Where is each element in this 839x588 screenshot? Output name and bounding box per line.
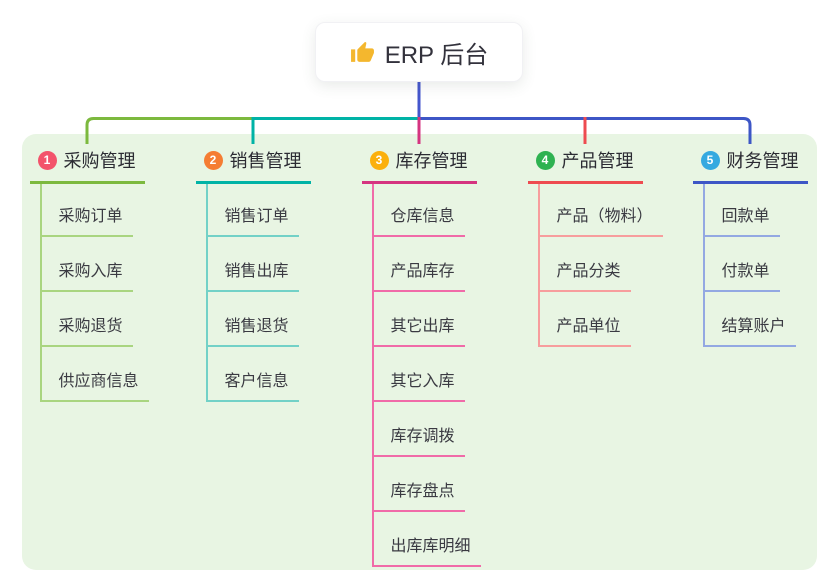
child-node-label: 出库库明细 [373, 532, 481, 567]
child-node[interactable]: 采购入库 [41, 237, 200, 292]
child-node[interactable]: 销售退货 [207, 292, 366, 347]
branch-title-label: 财务管理 [726, 151, 799, 171]
child-node-label: 库存调拨 [373, 422, 465, 457]
branch-number-badge: 4 [535, 150, 555, 170]
child-node[interactable]: 结算账户 [704, 292, 839, 347]
child-node[interactable]: 客户信息 [207, 347, 366, 402]
child-node-label: 销售出库 [207, 257, 299, 292]
child-node[interactable]: 库存盘点 [373, 457, 532, 512]
branch-number-badge: 3 [369, 150, 389, 170]
branch-number-badge: 1 [37, 150, 57, 170]
child-node[interactable]: 供应商信息 [41, 347, 200, 402]
child-node[interactable]: 产品库存 [373, 237, 532, 292]
branch-title-node[interactable]: 5 财务管理 [692, 141, 808, 184]
child-node-label: 产品分类 [539, 257, 631, 292]
child-node[interactable]: 库存调拨 [373, 402, 532, 457]
child-node[interactable]: 产品单位 [539, 292, 698, 347]
branch-3: 3 库存管理 仓库信息 产品库存 其它出库 其它入库 库存调拨 库存盘点 出库库… [361, 141, 532, 567]
root-node[interactable]: ERP 后台 [315, 22, 523, 82]
child-node-label: 产品单位 [539, 312, 631, 347]
branch-title-label: 采购管理 [63, 151, 136, 171]
mindmap-panel [22, 134, 817, 570]
child-node[interactable]: 出库库明细 [373, 512, 532, 567]
child-node-label: 供应商信息 [41, 367, 149, 402]
child-node-label: 产品（物料） [539, 202, 663, 237]
branch-1: 1 采购管理 采购订单 采购入库 采购退货 供应商信息 [29, 141, 200, 402]
branch-title-node[interactable]: 1 采购管理 [29, 141, 145, 184]
branch-title-node[interactable]: 4 产品管理 [527, 141, 643, 184]
branch-children: 产品（物料） 产品分类 产品单位 [537, 184, 698, 347]
branch-number-badge: 2 [203, 150, 223, 170]
child-node[interactable]: 其它入库 [373, 347, 532, 402]
child-node[interactable]: 其它出库 [373, 292, 532, 347]
child-node-label: 仓库信息 [373, 202, 465, 237]
branch-children: 销售订单 销售出库 销售退货 客户信息 [205, 184, 366, 402]
child-node-label: 销售订单 [207, 202, 299, 237]
root-title: ERP 后台 [384, 41, 489, 69]
branch-children: 仓库信息 产品库存 其它出库 其它入库 库存调拨 库存盘点 出库库明细 [371, 184, 532, 567]
child-node-label: 其它出库 [373, 312, 465, 347]
branch-title-node[interactable]: 2 销售管理 [195, 141, 311, 184]
child-node-label: 产品库存 [373, 257, 465, 292]
branch-5: 5 财务管理 回款单 付款单 结算账户 [692, 141, 839, 347]
child-node-label: 采购入库 [41, 257, 133, 292]
branch-title-label: 销售管理 [229, 151, 302, 171]
branch-children: 回款单 付款单 结算账户 [702, 184, 839, 347]
child-node[interactable]: 回款单 [704, 184, 839, 237]
child-node-label: 结算账户 [704, 312, 796, 347]
thumbs-up-icon [350, 41, 374, 62]
child-node-label: 采购订单 [41, 202, 133, 237]
child-node-label: 其它入库 [373, 367, 465, 402]
child-node[interactable]: 付款单 [704, 237, 839, 292]
branch-number-badge: 5 [700, 150, 720, 170]
child-node[interactable]: 仓库信息 [373, 184, 532, 237]
child-node[interactable]: 销售出库 [207, 237, 366, 292]
branch-title-label: 产品管理 [561, 151, 634, 171]
child-node[interactable]: 销售订单 [207, 184, 366, 237]
child-node[interactable]: 产品（物料） [539, 184, 698, 237]
branch-2: 2 销售管理 销售订单 销售出库 销售退货 客户信息 [195, 141, 366, 402]
branch-title-node[interactable]: 3 库存管理 [361, 141, 477, 184]
child-node-label: 回款单 [704, 202, 780, 237]
child-node[interactable]: 采购退货 [41, 292, 200, 347]
branch-children: 采购订单 采购入库 采购退货 供应商信息 [39, 184, 200, 402]
child-node-label: 付款单 [704, 257, 780, 292]
child-node[interactable]: 采购订单 [41, 184, 200, 237]
branch-4: 4 产品管理 产品（物料） 产品分类 产品单位 [527, 141, 698, 347]
child-node-label: 销售退货 [207, 312, 299, 347]
child-node-label: 库存盘点 [373, 477, 465, 512]
branch-title-label: 库存管理 [395, 151, 468, 171]
child-node-label: 客户信息 [207, 367, 299, 402]
child-node[interactable]: 产品分类 [539, 237, 698, 292]
child-node-label: 采购退货 [41, 312, 133, 347]
